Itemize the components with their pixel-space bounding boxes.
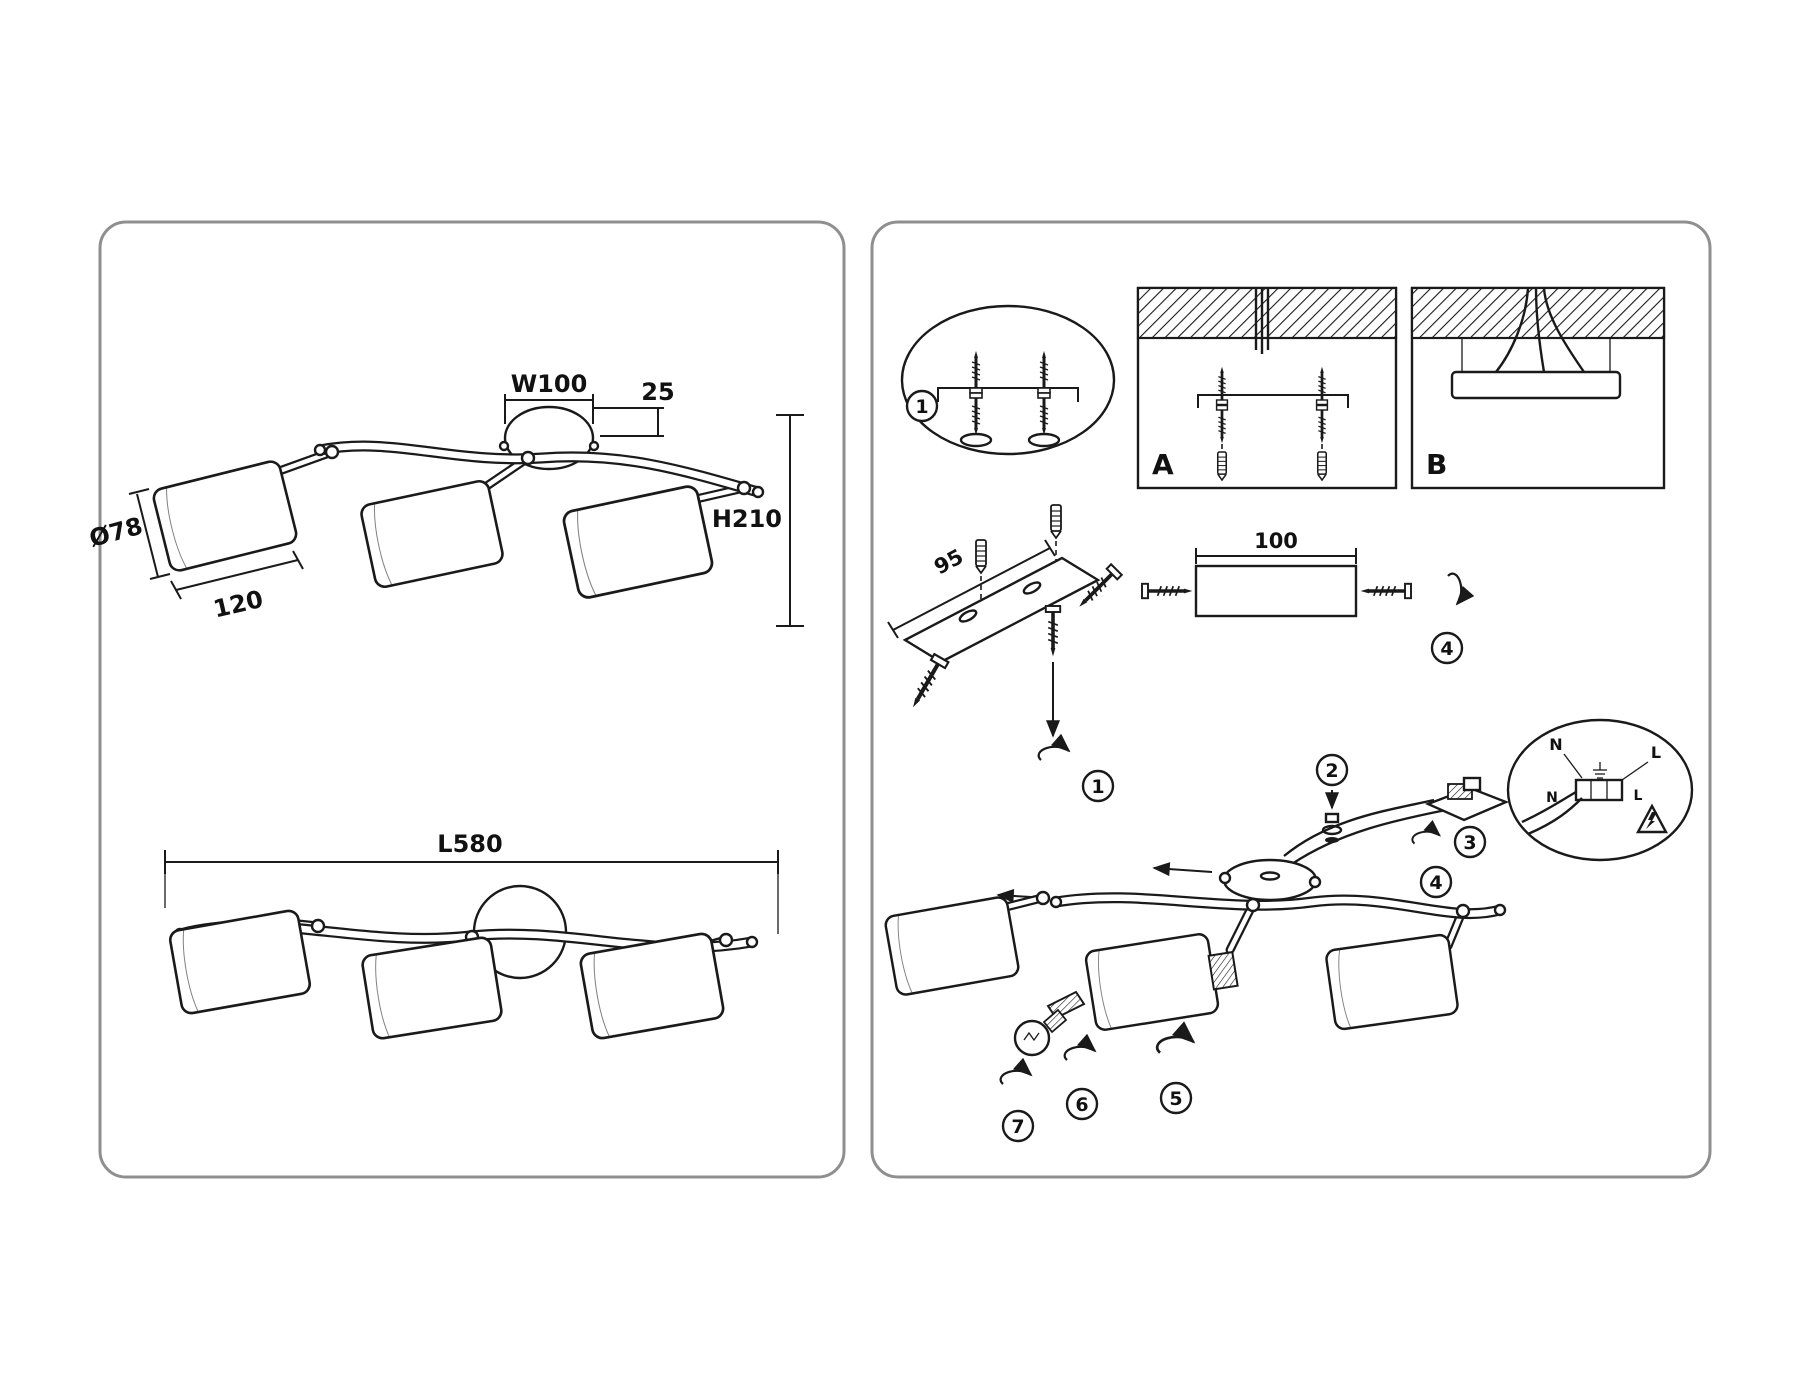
step-3-badge: 3 [1453,825,1487,859]
neutral-label: N [1546,790,1558,806]
length-view: L580 [164,830,779,1042]
step-6-badge: 6 [1065,1087,1099,1121]
option-a-label: A [1152,448,1174,481]
step-5-badge: 5 [1159,1081,1193,1115]
step-4-number: 4 [1429,872,1442,894]
mounting-strap-edge [1197,394,1349,408]
dim-w100-label: W100 [511,370,588,398]
step-2-badge: 2 [1315,753,1349,787]
wire [1283,798,1435,857]
mounting-strap [1194,564,1358,618]
wire [1495,287,1530,373]
detail-balloon [900,304,1116,456]
wiring-detail-balloon: N L N L [1506,718,1694,862]
step-4-number: 4 [1440,638,1453,660]
terminal-block-icon [1574,778,1624,802]
anchor-hole [959,432,993,448]
live-label: L [1634,788,1643,804]
dim-l580-label: L580 [437,830,502,858]
pivot-joint [310,918,326,934]
assembly-view: 2 3 N [883,718,1694,1143]
track-end-cap [751,485,765,499]
mounting-option-a: A [1136,286,1398,490]
canopy-hole [1259,871,1281,881]
pivot-joint [1455,903,1471,919]
step-6-number: 6 [1075,1094,1088,1116]
terminal-plate: 3 [1424,776,1510,859]
pivot-joint [718,932,734,948]
pivot-joint [324,444,340,460]
pivot-joint [1035,890,1051,906]
wire [1521,790,1577,824]
canopy-screw-icon [588,440,600,452]
mounting-bracket [902,556,1101,664]
step-1-badge: 1 [905,389,939,423]
fixing-part [1324,812,1340,824]
bracket-slot [958,609,978,623]
canopy-screw-icon [498,440,510,452]
step-7-number: 7 [1011,1116,1024,1138]
wire [1534,287,1546,373]
right-panel: 1 A [870,220,1712,1179]
bulb-icon [1013,1008,1068,1057]
left-panel: W100 25 Ø78 120 [86,220,846,1179]
mounting-strap [1450,370,1622,400]
option-b-label: B [1426,448,1447,481]
wire [1291,808,1447,865]
lamp-shade-with-socket [1083,931,1239,1033]
lamp-socket-icon [1207,950,1239,991]
left-panel-border [98,220,846,1179]
mounting-strap-edge [937,387,1079,402]
step-2-number: 2 [1325,760,1338,782]
track-end-cap [1493,903,1507,917]
mounting-balloon: 1 [900,304,1116,456]
live-label: L [1651,743,1661,762]
pivot-joint [736,480,752,496]
mounting-option-b: B [1410,286,1666,490]
dim-h210-label: H210 [712,505,782,533]
track-end-cap [745,935,759,949]
neutral-label: N [1549,735,1562,754]
step-5-number: 5 [1169,1088,1182,1110]
step-3-number: 3 [1463,832,1476,854]
lamp-shade [1324,932,1460,1032]
dimension-l580: L580 [164,830,779,934]
wire [1527,797,1583,836]
step-7-badge: 7 [1001,1109,1035,1143]
pivot-joint [1245,897,1261,913]
earth-symbol [1593,762,1607,779]
slide-arrow-icon [1152,862,1213,877]
warning-triangle-icon [1635,803,1669,834]
dimension-w100: W100 [504,370,594,424]
canopy-screw-icon [1218,871,1232,885]
strap-front-view: 100 4 [1140,529,1464,665]
step-1-number: 1 [915,396,928,418]
front-view: W100 25 Ø78 120 [86,370,804,627]
step-1-badge: 1 [1081,769,1115,803]
wire [1542,287,1585,373]
dim-25-label: 25 [641,378,674,406]
dimension-25: 25 [594,378,675,437]
track-end-cap [313,443,327,457]
bracket-slot [1022,581,1042,595]
canopy-screw-icon [1308,875,1322,889]
track-end-cap [1049,895,1063,909]
step-4-badge: 4 [1419,865,1453,899]
dimension-100: 100 [1195,529,1357,564]
dimension-h210: H210 [712,414,804,627]
dim-100-label: 100 [1254,529,1298,553]
pivot-joint [520,450,536,466]
step-4-badge: 4 [1430,631,1464,665]
anchor-hole [1027,432,1061,448]
washer-icon [1321,824,1343,836]
step-1-number: 1 [1091,776,1104,798]
terminal-block-icon [1462,776,1482,792]
